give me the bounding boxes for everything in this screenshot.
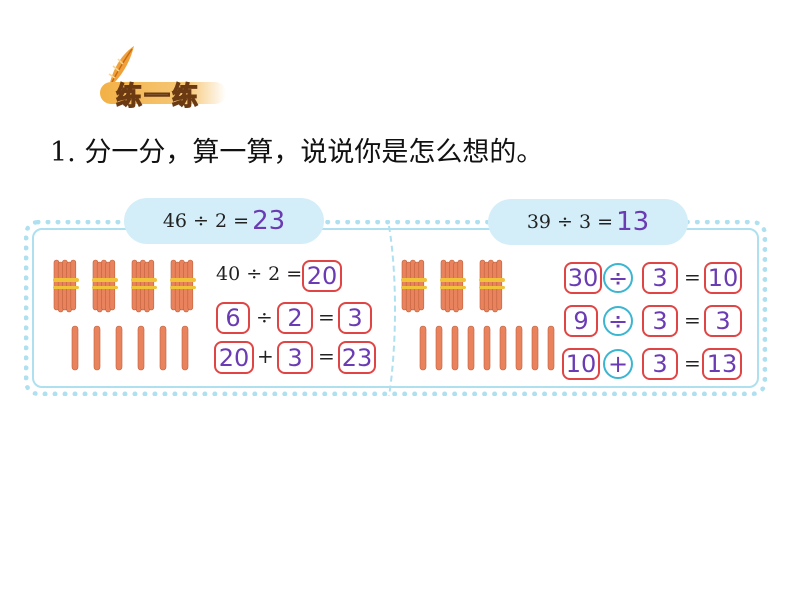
stick-bundle bbox=[92, 259, 118, 313]
right-step2-b-box: 3 bbox=[642, 305, 678, 337]
right-step1-a-box: 30 bbox=[564, 262, 602, 294]
stick-bundle bbox=[53, 259, 79, 313]
left-step2-b-box: 2 bbox=[277, 302, 313, 334]
right-title-pill: 39 ÷ 3 = 13 bbox=[488, 199, 688, 245]
single-stick bbox=[547, 325, 555, 371]
section-badge: 练一练 bbox=[100, 74, 228, 113]
single-stick bbox=[137, 325, 145, 371]
single-stick bbox=[93, 325, 101, 371]
stick-bundle bbox=[401, 259, 427, 313]
right-step1-equals: = bbox=[684, 265, 701, 289]
left-step2-operator: ÷ bbox=[256, 305, 273, 329]
right-step2-result-box: 3 bbox=[704, 305, 742, 337]
right-step2-equals: = bbox=[684, 308, 701, 332]
left-step3-result-box: 23 bbox=[338, 341, 376, 374]
right-step1-operator-circle: ÷ bbox=[603, 263, 633, 293]
right-step3-equals: = bbox=[684, 351, 701, 375]
right-step3-b-box: 3 bbox=[642, 348, 678, 380]
stick-bundle bbox=[440, 259, 466, 313]
stick-bundle bbox=[131, 259, 157, 313]
right-title-expression: 39 ÷ 3 = bbox=[526, 211, 614, 233]
single-stick bbox=[159, 325, 167, 371]
single-stick bbox=[115, 325, 123, 371]
right-step3-operator-circle: + bbox=[603, 349, 633, 379]
single-stick bbox=[451, 325, 459, 371]
single-stick bbox=[499, 325, 507, 371]
left-step1-expression: 40 ÷ 2 = bbox=[216, 263, 303, 285]
single-stick bbox=[71, 325, 79, 371]
stick-bundle bbox=[479, 259, 505, 313]
single-stick bbox=[419, 325, 427, 371]
right-title-answer: 13 bbox=[616, 207, 650, 237]
stick-bundle bbox=[170, 259, 196, 313]
left-step1-answer-box: 20 bbox=[302, 260, 342, 292]
left-stick-illustration bbox=[53, 259, 196, 371]
right-step3-result-box: 13 bbox=[702, 348, 742, 380]
right-step1-result-box: 10 bbox=[704, 262, 742, 294]
single-stick bbox=[483, 325, 491, 371]
left-title-answer: 23 bbox=[252, 206, 286, 236]
right-step2-operator-circle: ÷ bbox=[603, 306, 633, 336]
left-step3-equals: = bbox=[318, 344, 335, 368]
single-stick bbox=[467, 325, 475, 371]
badge-background bbox=[100, 82, 226, 104]
left-title-pill: 46 ÷ 2 = 23 bbox=[124, 198, 324, 244]
left-step2-result-box: 3 bbox=[338, 302, 372, 334]
single-stick bbox=[181, 325, 189, 371]
right-step2-a-box: 9 bbox=[564, 305, 598, 337]
right-step1-b-box: 3 bbox=[642, 262, 678, 294]
question-text: 1. 分一分，算一算，说说你是怎么想的。 bbox=[50, 137, 544, 168]
left-step2-a-box: 6 bbox=[216, 302, 250, 334]
right-step3-a-box: 10 bbox=[562, 348, 600, 380]
single-stick bbox=[515, 325, 523, 371]
single-stick bbox=[435, 325, 443, 371]
right-stick-illustration bbox=[401, 259, 555, 371]
single-stick bbox=[531, 325, 539, 371]
left-title-expression: 46 ÷ 2 = bbox=[162, 210, 250, 232]
left-step3-b-box: 3 bbox=[277, 341, 313, 374]
left-step2-equals: = bbox=[318, 305, 335, 329]
panel-inner-border bbox=[32, 228, 759, 388]
left-step3-operator: + bbox=[257, 344, 274, 368]
panel-divider bbox=[388, 225, 396, 397]
left-step3-a-box: 20 bbox=[214, 341, 254, 374]
badge-label: 练一练 bbox=[115, 81, 201, 112]
